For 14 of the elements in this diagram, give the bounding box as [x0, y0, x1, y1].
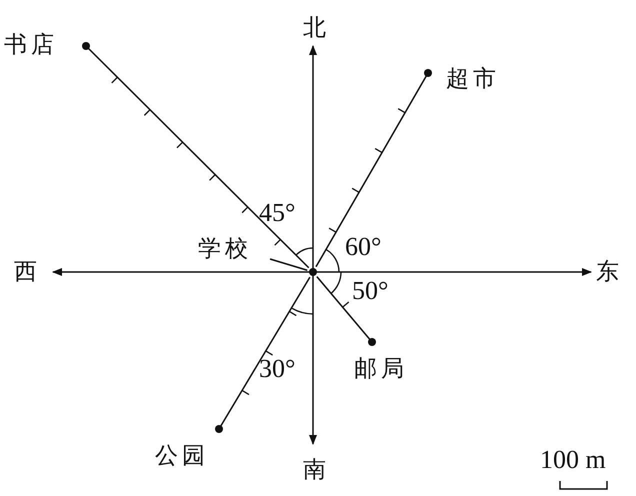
angle-label: 50° — [352, 278, 388, 304]
angle-label: 30° — [259, 356, 296, 382]
place-name: 学校 — [198, 238, 252, 261]
angle-label: 60° — [345, 234, 382, 260]
angle-label: 45° — [259, 200, 296, 226]
direction-label: 北 — [303, 16, 326, 39]
direction-label: 西 — [14, 260, 37, 283]
direction-label: 南 — [303, 458, 326, 481]
place-name: 超市 — [446, 68, 500, 91]
place-name: 书店 — [4, 34, 58, 57]
place-name: 公园 — [155, 445, 209, 468]
place-name: 邮局 — [354, 358, 408, 381]
direction-label: 东 — [596, 260, 619, 283]
scale-label: 100 m — [540, 447, 606, 473]
